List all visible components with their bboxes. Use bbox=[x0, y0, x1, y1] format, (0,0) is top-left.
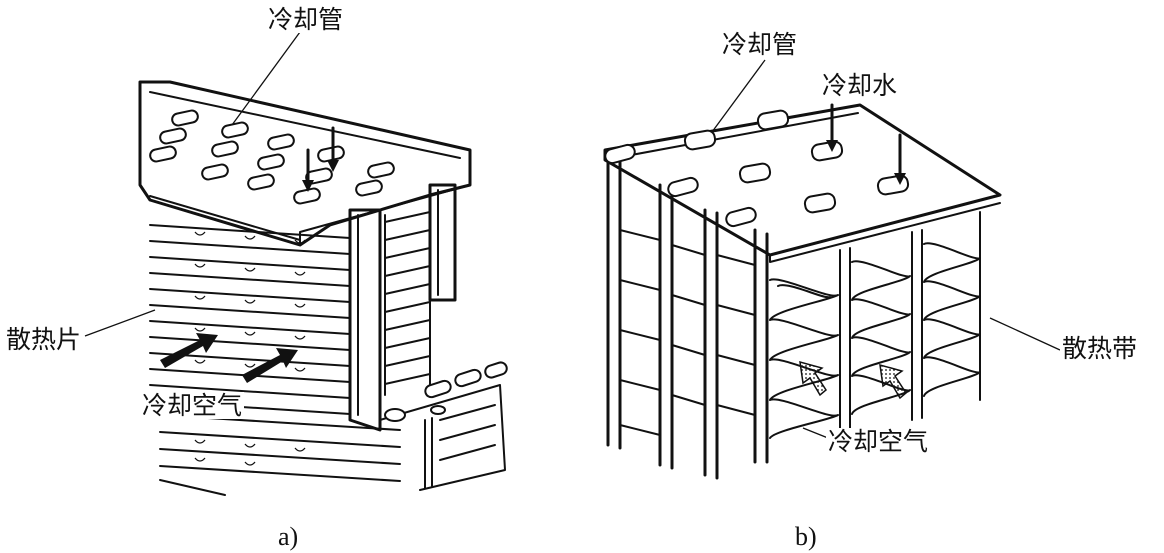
leaders-b bbox=[711, 59, 1061, 439]
side-tubes-a bbox=[348, 183, 457, 432]
label-a-cooling-tube: 冷却管 bbox=[266, 5, 346, 34]
top-tank bbox=[138, 80, 472, 247]
water-arrows-a bbox=[302, 126, 339, 192]
caption-b: b) bbox=[795, 522, 817, 551]
air-arrows-b bbox=[799, 360, 907, 400]
leaders-a bbox=[84, 31, 301, 337]
label-b-cooling-water: 冷却水 bbox=[820, 71, 900, 100]
label-b-cooling-air: 冷却空气 bbox=[826, 427, 931, 456]
fin-stack bbox=[149, 224, 351, 415]
panel-a-drawing bbox=[84, 31, 508, 496]
tube-ends-b bbox=[604, 109, 910, 228]
bottom-section-a bbox=[159, 361, 508, 496]
tube-ends-a bbox=[149, 109, 395, 205]
label-a-fins: 散热片 bbox=[4, 325, 84, 354]
label-b-fin-strip: 散热带 bbox=[1060, 334, 1140, 363]
top-plate-b bbox=[603, 103, 1002, 263]
vertical-tubes-b bbox=[606, 148, 769, 480]
label-b-cooling-tube: 冷却管 bbox=[720, 30, 800, 59]
water-arrows-b bbox=[826, 103, 906, 185]
panel-b-drawing bbox=[603, 59, 1061, 480]
caption-a: a) bbox=[278, 522, 299, 551]
label-a-cooling-air: 冷却空气 bbox=[140, 391, 245, 420]
air-arrows-a bbox=[160, 333, 298, 383]
